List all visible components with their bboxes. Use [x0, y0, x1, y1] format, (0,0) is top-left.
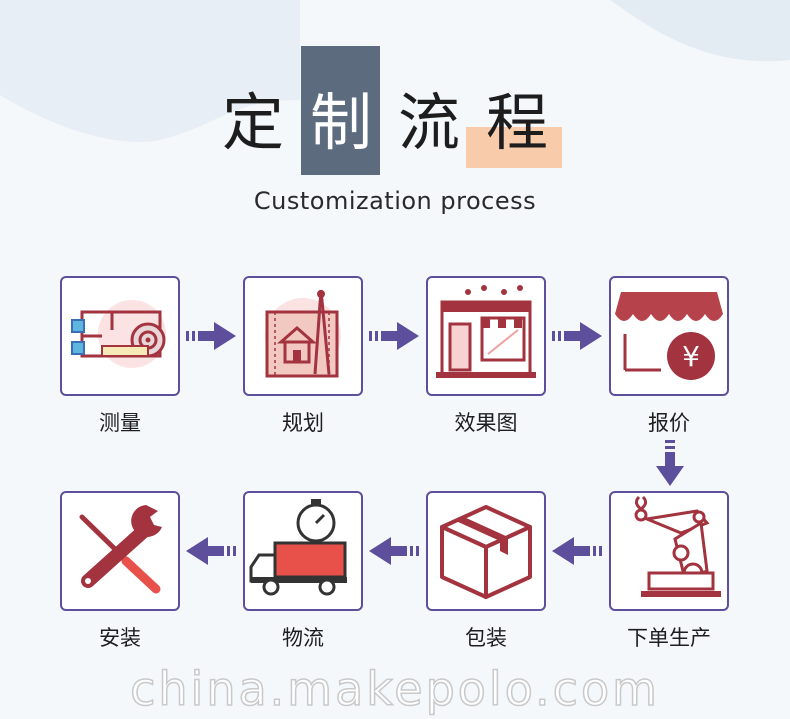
title-char-4: 程 [486, 86, 549, 159]
title-area: 定 制 流 程 [0, 0, 790, 200]
step-card-packaging [426, 491, 546, 611]
step-card-measure [60, 276, 180, 396]
step-label-quote: 报价 [648, 411, 690, 435]
delivery-truck-stopwatch-icon [249, 499, 347, 596]
robot-arm-production-icon [634, 495, 721, 597]
subtitle: Customization process [253, 187, 537, 215]
background-shape [0, 0, 790, 260]
wrench-screwdriver-icon [79, 505, 162, 594]
title-highlight-block [301, 46, 380, 175]
step-label-plan: 规划 [282, 411, 324, 435]
title-char-3: 流 [398, 86, 461, 159]
measure-floorplan-icon [71, 300, 166, 368]
arrow-right-icon [186, 322, 236, 350]
step-card-production [609, 491, 729, 611]
storefront-rendering-icon [436, 285, 536, 378]
arrow-left-icon [369, 537, 419, 565]
arrow-down-icon [656, 440, 684, 486]
step-card-quote: ¥ [609, 276, 729, 396]
step-label-logistics: 物流 [282, 626, 324, 650]
house-compass-plan-icon [265, 289, 341, 378]
step-card-install [60, 491, 180, 611]
step-label-production: 下单生产 [627, 626, 711, 650]
yen-symbol: ¥ [682, 340, 700, 373]
step-card-plan [243, 276, 363, 396]
package-box-icon [440, 505, 532, 599]
watermark: china.makepolo.com [129, 661, 660, 717]
arrow-right-icon [369, 322, 419, 350]
title-char-1: 定 [222, 86, 285, 159]
step-label-measure: 测量 [99, 411, 141, 435]
step-label-packaging: 包装 [465, 626, 507, 650]
step-label-rendering: 效果图 [454, 411, 518, 435]
title-highlight-bar [466, 127, 562, 168]
arrow-left-icon [552, 537, 602, 565]
step-label-install: 安装 [99, 626, 141, 650]
arrow-right-icon [552, 322, 602, 350]
arrow-left-icon [186, 537, 236, 565]
price-quote-yen-icon: ¥ [615, 292, 723, 380]
title-char-2: 制 [310, 86, 373, 159]
step-card-logistics [243, 491, 363, 611]
step-card-rendering [426, 276, 546, 396]
